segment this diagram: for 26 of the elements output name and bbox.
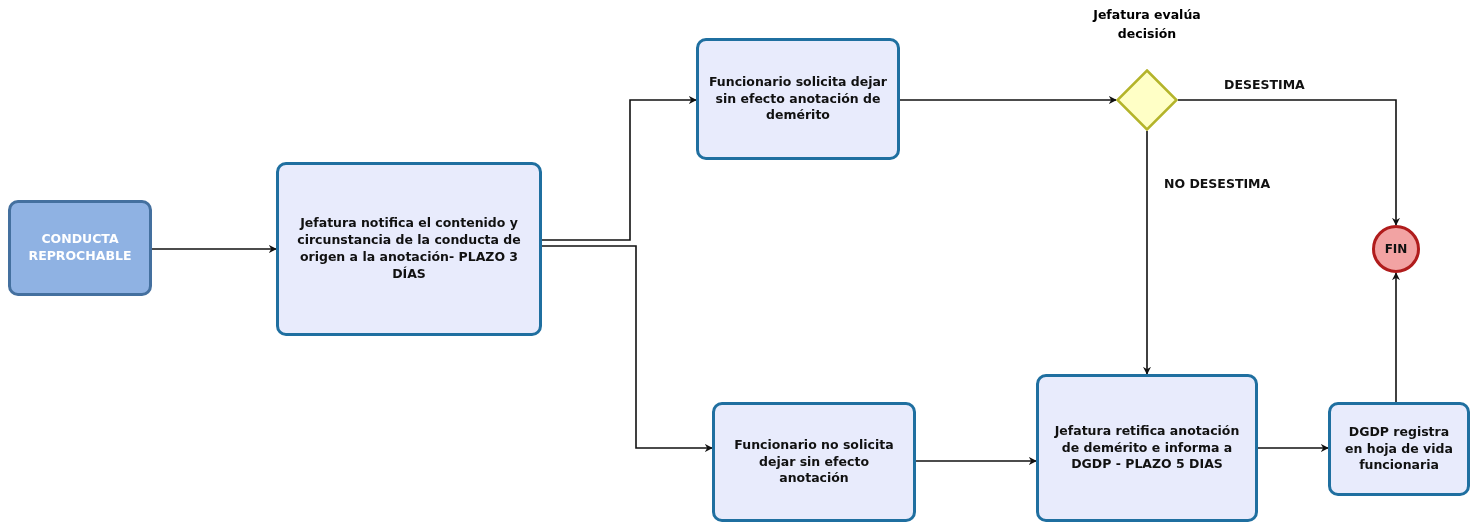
arrow	[899, 96, 1117, 104]
box-text: CONDUCTA REPROCHABLE	[27, 231, 133, 265]
decision-heading: Jefatura evalúa decisión	[1091, 6, 1202, 43]
arrow	[541, 245, 713, 452]
box-text: Funcionario solicita dejar sin efecto anotación de demérito	[707, 73, 889, 125]
arrow	[1143, 130, 1151, 375]
edge-label: NO DESESTIMA	[1162, 176, 1273, 191]
arrow	[915, 457, 1037, 465]
arrow	[1177, 99, 1400, 226]
process-box	[1328, 402, 1470, 496]
start-box	[8, 200, 152, 296]
arrow	[151, 245, 277, 253]
arrow	[1257, 444, 1329, 452]
process-box	[1036, 374, 1258, 522]
process-box	[696, 38, 900, 160]
box-text: Jefatura retifica anotación de demérito e informa a DGDP - PLAZO 5 DIAS	[1053, 422, 1241, 474]
end-text: FIN	[1384, 242, 1408, 256]
box-text: Funcionario no solicita dejar sin efecto anotación	[733, 436, 895, 488]
box-text: DGDP registra en hoja de vida funcionaria	[1344, 423, 1454, 475]
process-box	[712, 402, 916, 522]
end-circle	[1372, 225, 1420, 273]
arrow	[541, 96, 697, 241]
box-text: Jefatura notifica el contenido y circunstancia de la conducta de origen a la anotación- PLAZO 3 DÍAS	[296, 215, 522, 283]
edge-label: DESESTIMA	[1222, 77, 1307, 92]
arrow	[1392, 272, 1400, 403]
process-box	[276, 162, 542, 336]
